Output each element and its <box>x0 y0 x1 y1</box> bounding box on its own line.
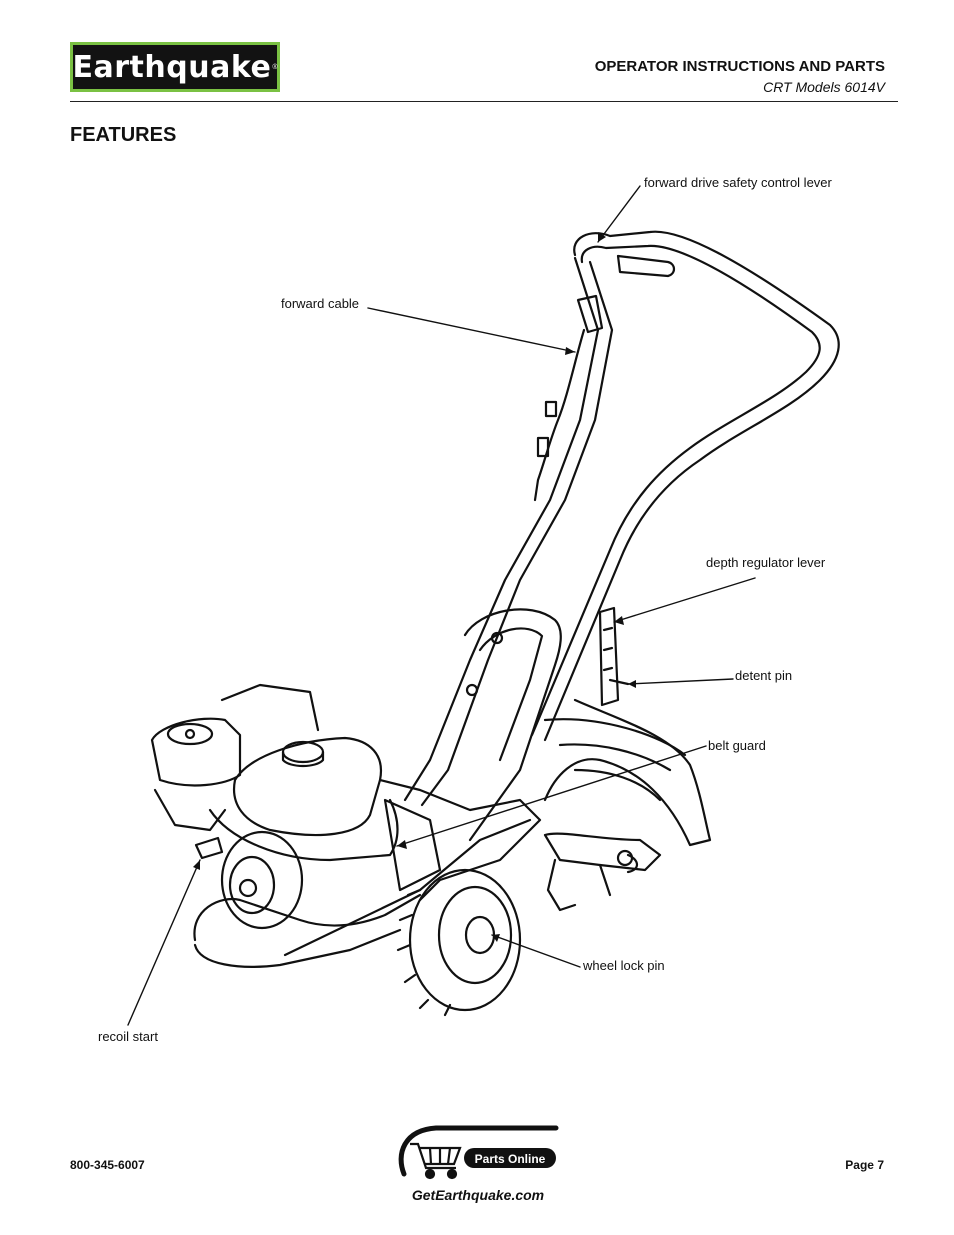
fuel-cap-side <box>281 750 325 768</box>
depth-regulator-bracket <box>598 606 620 707</box>
handle-grip <box>616 254 676 278</box>
leader-belt-guard <box>396 745 707 847</box>
footer-url[interactable]: GetEarthquake.com <box>411 1187 545 1203</box>
cart-icon <box>410 1142 462 1180</box>
leader-detent-pin <box>627 678 734 685</box>
document-subtitle: CRT Models 6014V <box>763 79 885 95</box>
fuel-cap <box>281 740 325 764</box>
recoil-starter <box>220 830 304 930</box>
callout-depth-regulator-lever: depth regulator lever <box>706 555 826 570</box>
detent-pin-shape <box>608 678 630 686</box>
callout-belt-guard: belt guard <box>708 738 766 753</box>
document-title: OPERATOR INSTRUCTIONS AND PARTS <box>594 58 885 75</box>
transmission <box>378 778 542 902</box>
callout-arrowheads <box>193 232 636 942</box>
arrowhead-forward-cable <box>565 347 575 355</box>
belt-guard-inner <box>478 627 544 762</box>
depth-regulator-slots <box>602 626 614 672</box>
callout-recoil-start: recoil start <box>98 1029 158 1044</box>
front-bumper <box>193 893 422 942</box>
handle-tube-inner <box>530 244 821 737</box>
footer-page-number: Page 7 <box>845 1158 884 1172</box>
cable-bracket-2 <box>536 436 550 458</box>
callout-forward-cable: forward cable <box>281 296 360 311</box>
footer-phone: 800-345-6007 <box>70 1158 145 1172</box>
recoil-hub <box>238 878 258 898</box>
safety-lever <box>576 294 604 334</box>
handle-left-bar-inner <box>420 260 614 807</box>
belt-guard-panel <box>383 798 442 892</box>
leader-safety-lever <box>597 185 641 243</box>
arrowhead-safety-lever <box>598 232 606 242</box>
handle-tube-outer <box>543 230 840 742</box>
cable-bracket <box>544 400 558 418</box>
wheel-rim <box>437 885 513 985</box>
parts-badge-text: Parts Online <box>475 1152 546 1166</box>
arrowhead-detent-pin <box>628 680 636 688</box>
tine-blades <box>546 853 639 912</box>
arrowhead-belt-guard <box>397 840 407 849</box>
engine-base <box>283 818 532 957</box>
engine-shroud <box>153 788 227 832</box>
wheel-hub <box>464 915 496 955</box>
parts-online-logo: Parts Online <box>398 1125 559 1180</box>
parts-badge-bg <box>464 1148 556 1168</box>
front-bumper-lower <box>193 928 402 968</box>
tine-hood <box>543 698 712 847</box>
logo-text: Earthquake <box>72 49 272 85</box>
arrowhead-recoil-start <box>193 860 200 870</box>
callout-leaders <box>127 185 756 1026</box>
leader-forward-cable <box>367 307 576 353</box>
leader-wheel-lock-pin <box>491 934 581 968</box>
fuel-tank <box>232 736 383 837</box>
callout-forward-drive-safety-control-lever: forward drive safety control lever <box>644 175 832 190</box>
earthquake-logo: Earthquake® <box>70 42 280 92</box>
air-cleaner-knob <box>184 728 196 740</box>
arrowhead-wheel-lock-pin <box>492 934 500 942</box>
recoil-handle <box>194 836 224 860</box>
handle-left-bar <box>403 256 600 802</box>
callout-detent-pin: detent pin <box>735 668 793 683</box>
callout-wheel-lock-pin: wheel lock pin <box>583 958 665 973</box>
arrowhead-depth-regulator <box>614 616 624 625</box>
frame-bolt-2 <box>465 683 479 697</box>
section-title: FEATURES <box>70 124 177 146</box>
header-rule <box>70 101 898 102</box>
engine-body <box>208 798 399 862</box>
leader-recoil-start <box>127 859 201 1026</box>
air-cleaner-cap <box>166 722 214 746</box>
recoil-starter-inner <box>228 855 276 915</box>
wheel-treads <box>396 888 452 1017</box>
belt-guard-loop <box>463 608 562 842</box>
logo-registered-mark: ® <box>272 63 278 71</box>
engine-block <box>220 683 320 732</box>
wheel-tire <box>408 868 522 1012</box>
tine-hood-front <box>543 718 687 757</box>
leader-depth-regulator <box>613 577 756 623</box>
forward-cable-line <box>533 328 586 502</box>
tine-hub <box>616 849 634 867</box>
tine-hood-lines <box>558 743 672 802</box>
air-cleaner <box>150 717 242 787</box>
logo-swoosh <box>398 1125 559 1177</box>
tines <box>543 832 662 872</box>
frame-bolt <box>490 631 504 645</box>
